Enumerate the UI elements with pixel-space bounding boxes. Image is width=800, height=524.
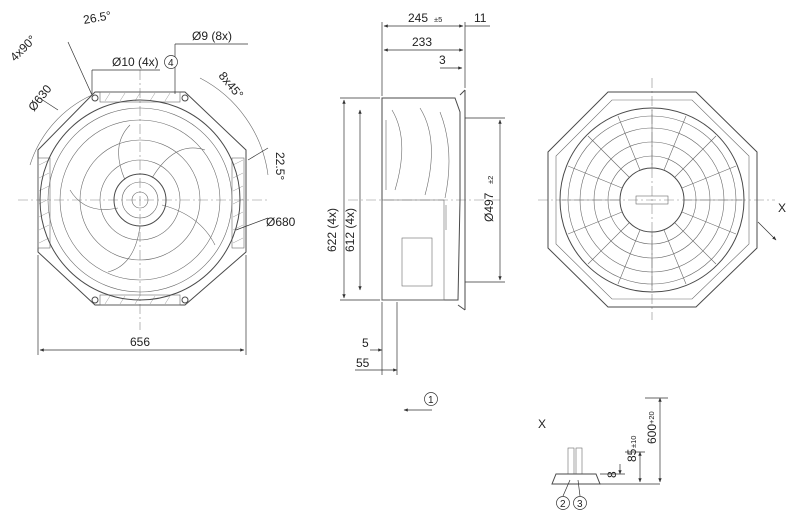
top-hatch-strip [99,91,181,103]
housing-outline [37,91,247,306]
leader-d680 [235,217,269,231]
label-d630: Ø630 [25,82,54,114]
side-internals [385,107,450,230]
front-view: Ø630 4x90° 26.5° Ø10 (4x) 4 Ø9 (8x) 8x45… [7,8,296,355]
label-22-5: 22.5° [273,152,287,180]
label-8: 8 [605,471,619,478]
detail-x: X 8 85 ±10 600 +20 2 3 [538,397,668,510]
guard-ring-outer [59,119,221,281]
label-55: 55 [356,356,370,370]
label-245-tol: ±5 [434,15,442,24]
callout-2-circle [556,496,570,510]
cable-gland [551,473,601,485]
guard-ring-inner [99,159,181,241]
rear-label-plate [635,195,669,205]
left-hatch-strip [37,157,51,249]
bolt-circle-arc [29,94,93,166]
leader-2 [562,479,571,497]
leader-d630 [37,96,59,111]
label-612: 612 (4x) [343,208,357,252]
bottom-hatch-strip [99,294,181,306]
motor-block [381,199,445,301]
hub-inner [121,181,159,219]
label-d10x4: Ø10 (4x) [112,55,159,69]
label-d497: Ø497 [482,192,496,222]
callout-4-circle [164,55,178,69]
callout-4: 4 [168,58,174,69]
label-view-x: X [778,201,786,215]
rear-outer-ring [559,107,745,293]
label-85-tol: ±10 [629,436,638,448]
label-85: 85 [625,448,639,462]
label-d9x8: Ø9 (8x) [192,29,232,43]
label-245: 245 [408,11,428,25]
side-view: 245 ±5 11 233 3 622 (4x) 612 (4x) Ø497 ±… [325,11,505,412]
leader-22-5 [247,147,269,161]
label-656: 656 [130,335,150,349]
callout-2: 2 [560,499,566,510]
callout-3: 3 [577,499,583,510]
rear-housing [547,91,758,308]
mount-hole [181,296,189,304]
mount-hole [181,94,189,102]
mount-hole [91,296,99,304]
rear-housing-inner [555,99,750,300]
callout-1-circle [424,392,438,406]
label-3: 3 [439,53,446,67]
view-x-arrow [757,221,777,241]
inner-ring [47,107,233,293]
fan-blades [69,124,216,273]
mounting-circle-arc [199,77,269,176]
rear-view: X [538,78,786,320]
leader-4x90 [67,41,93,96]
label-233: 233 [412,35,432,49]
outer-ring [39,99,241,301]
mount-hole [91,94,99,102]
label-d497-tol: ±2 [486,176,495,184]
callout-1: 1 [428,395,434,406]
label-detail-x: X [538,417,546,431]
hub-center [131,191,149,209]
label-11: 11 [474,11,487,25]
guard-ring-mid [79,139,201,261]
label-600-tol: +20 [647,411,656,424]
label-622: 622 (4x) [325,208,339,252]
label-600: 600 [645,424,659,444]
label-5: 5 [362,336,369,350]
flange-top [459,89,466,96]
leader-3 [577,479,581,497]
side-housing [381,97,461,301]
front-hatching [38,92,244,305]
flange-bottom [457,304,466,311]
callout-3-circle [573,496,587,510]
rear-spokes [562,110,742,290]
label-4x90: 4x90° [7,32,39,64]
cable-strand [575,447,583,475]
label-26-5: 26.5° [82,8,112,27]
terminal-box [401,237,433,287]
cable-strand [567,447,575,475]
label-d680: Ø680 [266,215,296,229]
label-8x45: 8x45° [216,69,247,102]
